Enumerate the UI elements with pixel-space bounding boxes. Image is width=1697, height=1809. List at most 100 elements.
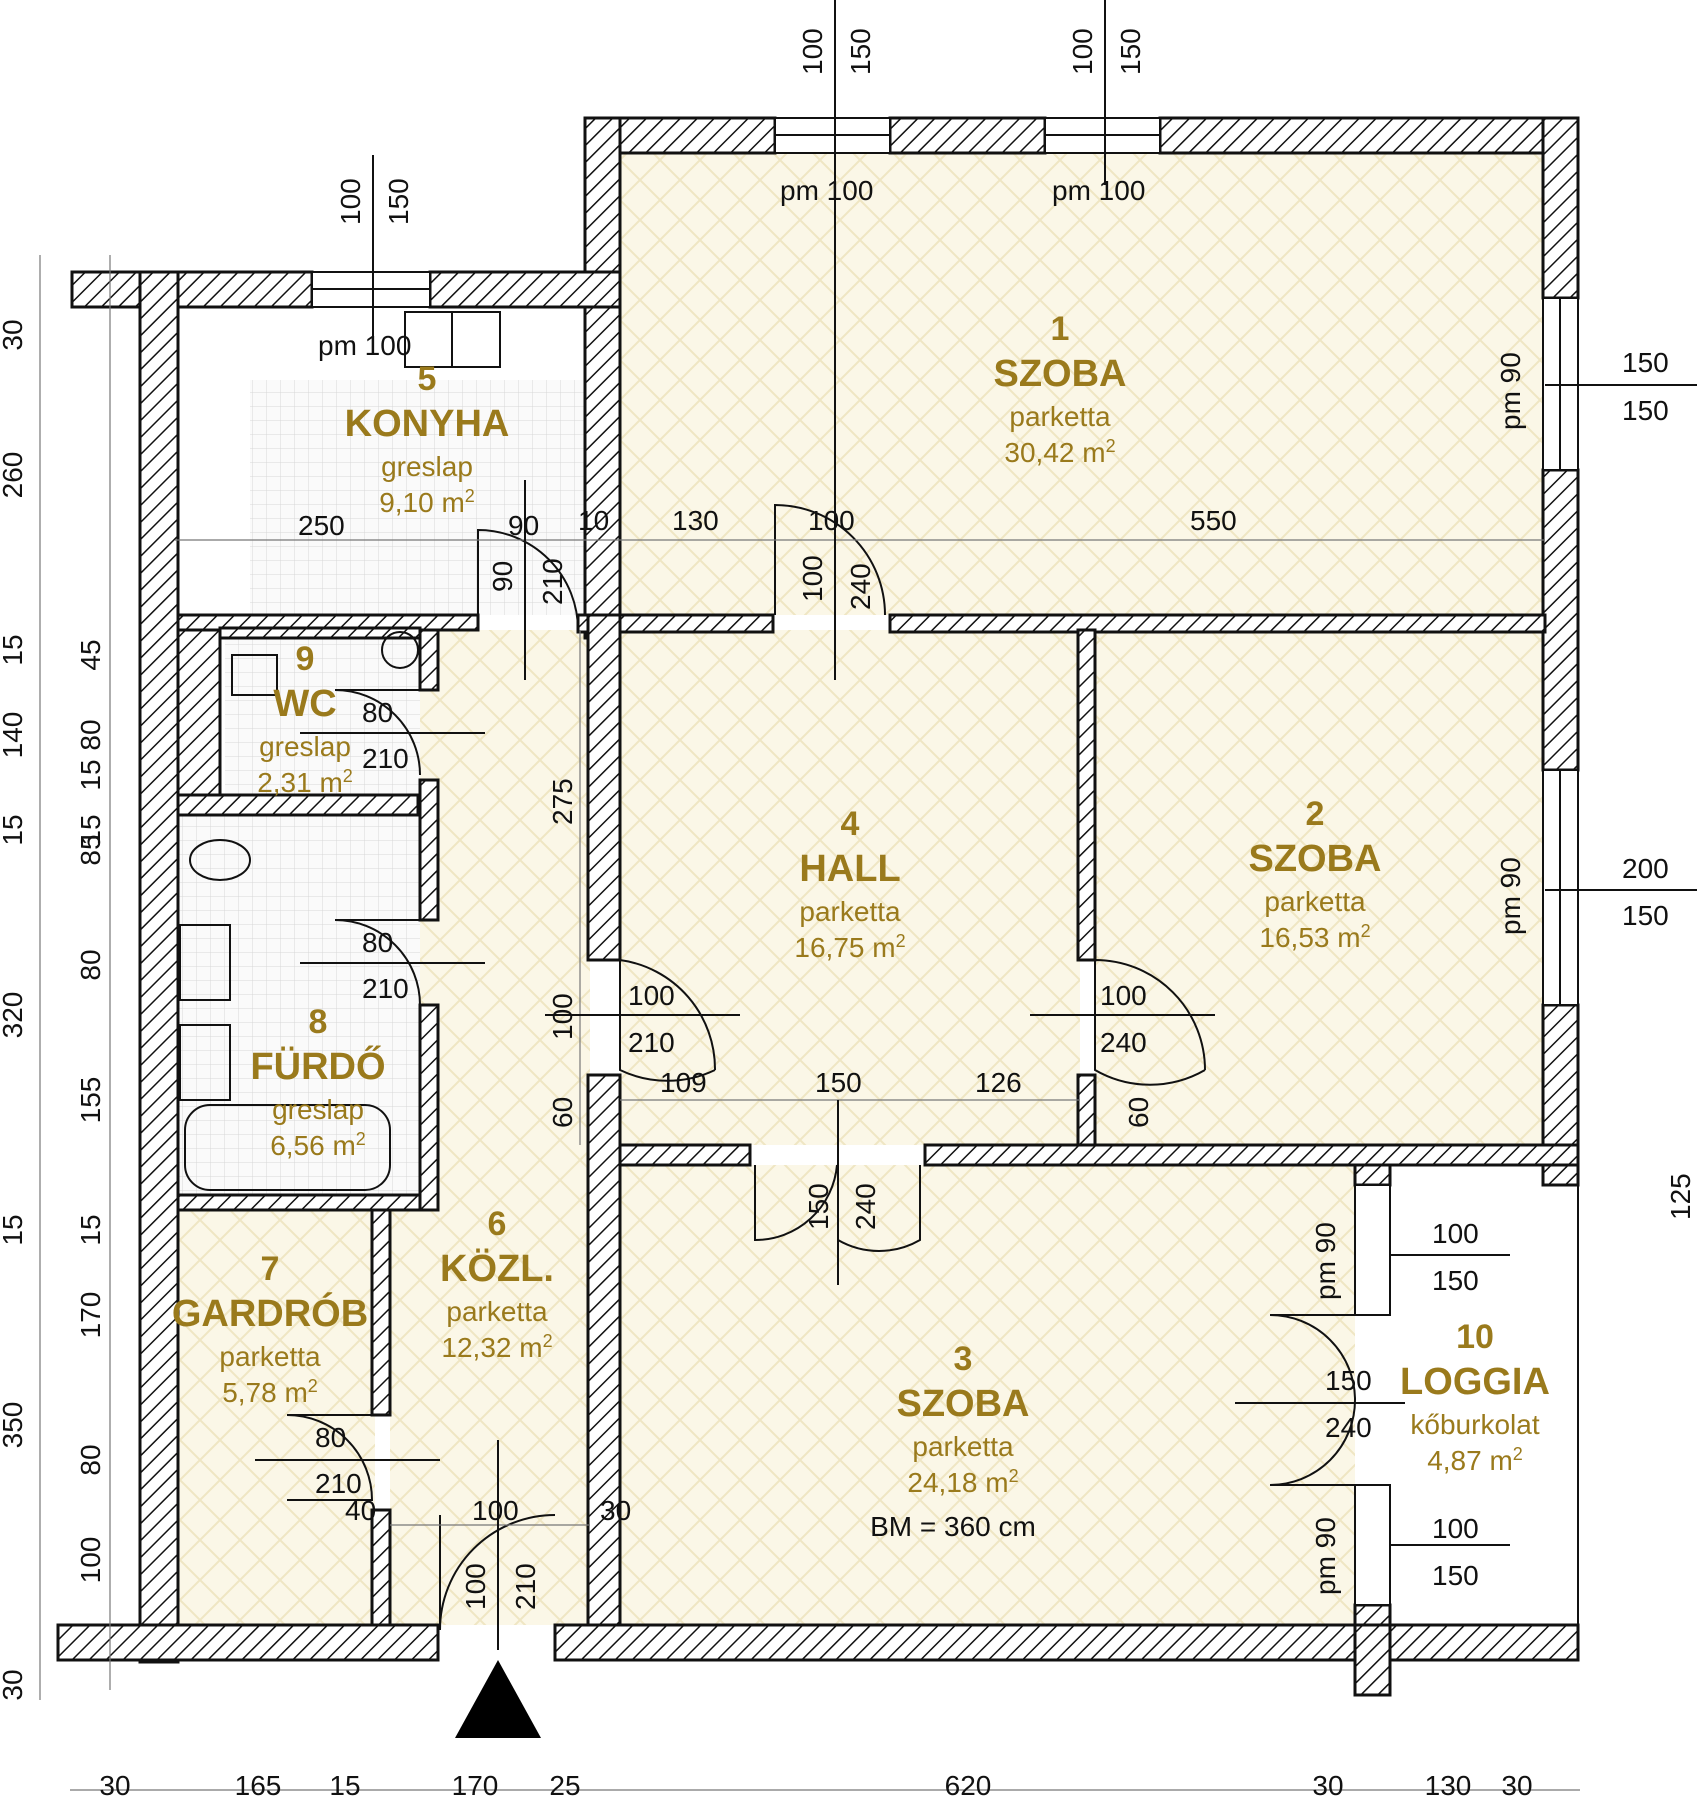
room-9-floor: greslap (259, 731, 351, 762)
toilet-bath (189, 839, 251, 881)
door-room2 (1094, 959, 1206, 1086)
left-dim-inner-1: 80 (75, 719, 106, 750)
left-dim-outer-4: 15 (0, 814, 28, 845)
dim-60b: 60 (1123, 1097, 1154, 1128)
left-dim-outer-0: 30 (0, 319, 28, 350)
door-entry (439, 1514, 556, 1631)
w-right1-c: pm 90 (1495, 352, 1526, 430)
room-10-area: 4,87 m2 (1427, 1444, 1523, 1476)
w-top1-c: pm 100 (780, 175, 873, 206)
room-6-name: KÖZL. (440, 1247, 554, 1290)
left-dim-inner-9: 80 (75, 1444, 106, 1475)
d-hall-a: 100 (628, 980, 675, 1011)
room-6-number: 6 (488, 1205, 507, 1243)
left-dim-inner-0: 45 (75, 639, 106, 670)
dim-126: 126 (975, 1067, 1022, 1098)
w-top1-b: 150 (845, 28, 876, 75)
dim-60a: 60 (547, 1097, 578, 1128)
room-10-floor: kőburkolat (1410, 1409, 1539, 1440)
room-3-number: 3 (954, 1340, 973, 1378)
d-loggia-a: 150 (1325, 1365, 1372, 1396)
door-loggia (1269, 1314, 1356, 1486)
dim-40: 40 (345, 1495, 376, 1526)
d-hall-c: 100 (547, 993, 578, 1040)
w-kitchen-c: pm 100 (318, 330, 411, 361)
room-7-name: GARDRÓB (172, 1291, 368, 1335)
d-wc-a: 80 (362, 697, 393, 728)
room-9-number: 9 (296, 640, 315, 678)
left-dim-outer-1: 260 (0, 452, 28, 499)
walls (56, 116, 1580, 1697)
room-2-area: 16,53 m2 (1259, 921, 1370, 953)
d-kitchen-a: 90 (508, 510, 539, 541)
left-dim-outer-6: 15 (0, 1214, 28, 1245)
bottom-dim-6: 30 (1312, 1770, 1343, 1801)
room-3-name: SZOBA (897, 1383, 1030, 1425)
d-entry-a: 100 (460, 1563, 491, 1610)
entrance-arrow-icon (455, 1660, 541, 1738)
w-right2-a: 200 (1622, 853, 1669, 884)
d-entry-c: 100 (472, 1495, 519, 1526)
d-room2-b: 240 (1100, 1027, 1147, 1058)
bottom-dim-2: 15 (329, 1770, 360, 1801)
door-labels: 90 210 90 100 240 100 80 210 80 210 100 … (315, 505, 1372, 1610)
basin-bath-1 (179, 924, 231, 1001)
room-6-floor: parketta (446, 1296, 548, 1327)
d-hall-b: 210 (628, 1027, 675, 1058)
left-dim-outer-3: 140 (0, 712, 28, 759)
dim-130: 130 (672, 505, 719, 536)
room-8-floor: greslap (272, 1094, 364, 1125)
w-loggia2-a: 100 (1432, 1513, 1479, 1544)
bottom-dim-3: 170 (452, 1770, 499, 1801)
d-loggia-b: 240 (1325, 1412, 1372, 1443)
d-room1-a: 100 (797, 555, 828, 602)
w-loggia1-a: 100 (1432, 1218, 1479, 1249)
left-dim-inner-10: 100 (75, 1537, 106, 1584)
room-3-note: BM = 360 cm (870, 1511, 1036, 1542)
room-8-name: FÜRDŐ (250, 1044, 385, 1088)
w-right1-a: 150 (1622, 347, 1669, 378)
room-10-name: LOGGIA (1400, 1361, 1550, 1403)
windows (311, 117, 1579, 1625)
door-wc (334, 689, 421, 776)
room-2-number: 2 (1306, 795, 1325, 833)
room-1-name: SZOBA (994, 353, 1127, 395)
left-dim-inner-8: 170 (75, 1292, 106, 1339)
w-right2-c: pm 90 (1495, 857, 1526, 935)
dim-550: 550 (1190, 505, 1237, 536)
room-5-area: 9,10 m2 (379, 486, 475, 518)
left-dim-inner-4: 85 (75, 834, 106, 865)
w-kitchen-b: 150 (383, 178, 414, 225)
fixtures (179, 311, 501, 1191)
w-right2-b: 150 (1622, 900, 1669, 931)
bottom-dim-0: 30 (99, 1770, 130, 1801)
w-kitchen-a: 100 (335, 178, 366, 225)
d-kitchen-c: 90 (487, 561, 518, 592)
doors (286, 503, 1356, 1631)
d-bath-a: 80 (362, 927, 393, 958)
w-loggia1-c: pm 90 (1310, 1222, 1341, 1300)
d-bath-b: 210 (362, 973, 409, 1004)
w-top2-b: 150 (1115, 28, 1146, 75)
d-room3-a: 150 (803, 1183, 834, 1230)
room-2-floor: parketta (1264, 886, 1366, 917)
d-wc-b: 210 (362, 743, 409, 774)
w-top2-a: 100 (1067, 28, 1098, 75)
d-kitchen-b: 210 (537, 558, 568, 605)
room-5-number: 5 (418, 360, 437, 398)
dim-125: 125 (1665, 1173, 1696, 1220)
room-3-area: 24,18 m2 (907, 1466, 1018, 1498)
d-room1-b: 240 (845, 563, 876, 610)
bathtub (184, 1104, 391, 1191)
room-4-area: 16,75 m2 (794, 931, 905, 963)
left-dim-inner-6: 155 (75, 1077, 106, 1124)
room-4-floor: parketta (799, 896, 901, 927)
d-room3-b: 240 (850, 1183, 881, 1230)
room-8-area: 6,56 m2 (270, 1129, 366, 1161)
door-room3 (754, 1164, 921, 1252)
door-hall (619, 959, 717, 1082)
w-right1-b: 150 (1622, 395, 1669, 426)
room-2-name: SZOBA (1249, 838, 1382, 880)
